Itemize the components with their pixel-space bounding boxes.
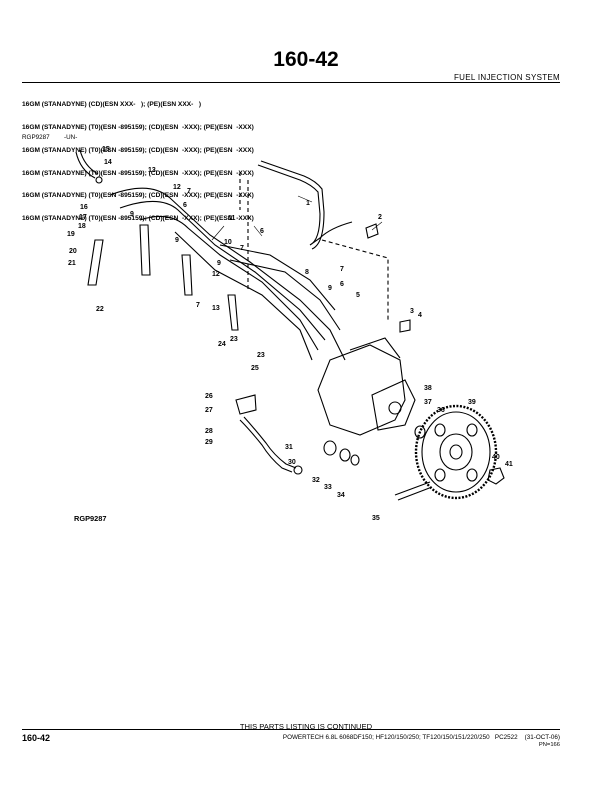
callout-label: 38 xyxy=(424,385,432,392)
callout-label: 40 xyxy=(492,454,500,461)
applicability-line: 16GM (STANADYNE) (T0)(ESN -895159); (CD)… xyxy=(22,169,254,177)
applicability-line: 16GM (STANADYNE) (T0)(ESN -895159); (CD)… xyxy=(22,192,254,200)
footer-model-info: POWERTECH 6.8L 6068DF150; HF120/150/250;… xyxy=(282,734,560,741)
callout-label: 20 xyxy=(69,248,77,255)
callout-label: 9 xyxy=(130,211,134,218)
footer-page-number: 160-42 xyxy=(22,733,51,743)
footer-rule xyxy=(22,729,560,730)
callout-label: 13 xyxy=(212,305,220,312)
callout-label: 25 xyxy=(251,365,259,372)
callout-label: 34 xyxy=(337,492,345,499)
section-title: FUEL INJECTION SYSTEM xyxy=(453,73,560,82)
callout-label: 21 xyxy=(68,260,76,267)
applicability-line: 16GM (STANADYNE) (T0)(ESN -895159); (CD)… xyxy=(22,146,254,154)
callout-label: 15 xyxy=(102,146,110,153)
callout-label: 2 xyxy=(378,214,382,221)
figure-caption: RGP9287 xyxy=(74,514,107,523)
callout-label: 22 xyxy=(96,306,104,313)
callout-label: 23 xyxy=(257,352,265,359)
callout-label: 17 xyxy=(79,214,87,221)
callout-label: 13 xyxy=(148,167,156,174)
callout-label: 7 xyxy=(340,266,344,273)
page-title: 160-42 xyxy=(273,48,339,71)
callout-label: 7 xyxy=(196,302,200,309)
callout-label: 24 xyxy=(218,341,226,348)
callout-label: 7 xyxy=(187,188,191,195)
callout-label: 32 xyxy=(312,477,320,484)
callout-label: 35 xyxy=(372,515,380,522)
callout-label: 6 xyxy=(183,202,187,209)
callout-label: 8 xyxy=(305,269,309,276)
callout-label: 23 xyxy=(230,336,238,343)
callout-label: 3 xyxy=(410,308,414,315)
callout-label: 9 xyxy=(175,237,179,244)
continued-notice: THIS PARTS LISTING IS CONTINUED xyxy=(239,722,373,731)
callout-label: 30 xyxy=(288,459,296,466)
callout-label: 7 xyxy=(240,245,244,252)
exploded-parts-diagram: 1 2 3 4 5 6 6 6 7 7 7 7 8 9 9 9 9 10 11 … xyxy=(67,146,513,522)
callout-label: 10 xyxy=(224,239,232,246)
callout-label: 12 xyxy=(212,271,220,278)
callout-label: 36 xyxy=(437,407,445,414)
callout-label: 18 xyxy=(78,223,86,230)
callout-label: 41 xyxy=(505,461,513,468)
callout-labels: 1 2 3 4 5 6 6 6 7 7 7 7 8 9 9 9 9 10 11 … xyxy=(67,146,513,522)
callout-label: 19 xyxy=(67,231,75,238)
callout-label: 9 xyxy=(328,285,332,292)
callout-label: 29 xyxy=(205,439,213,446)
callout-label: 1 xyxy=(306,200,310,207)
callout-label: 14 xyxy=(104,159,112,166)
applicability-line: 16GM (STANADYNE) (T0)(ESN -895159); (CD)… xyxy=(22,123,254,131)
callout-label: 39 xyxy=(468,399,476,406)
applicability-block: 16GM (STANADYNE) (CD)(ESN XXX- ); (PE)(E… xyxy=(22,86,254,230)
callout-label: 33 xyxy=(324,484,332,491)
callout-label: 5 xyxy=(356,292,360,299)
figure-reference: RGP9287 xyxy=(22,134,50,141)
figure-un-marker: -UN- xyxy=(64,134,78,141)
callout-label: 12 xyxy=(173,184,181,191)
callout-label: 16 xyxy=(80,204,88,211)
callout-label: 4 xyxy=(418,312,422,319)
callout-label: 6 xyxy=(340,281,344,288)
callout-label: 31 xyxy=(285,444,293,451)
applicability-line: 16GM (STANADYNE) (CD)(ESN XXX- ); (PE)(E… xyxy=(22,101,202,109)
callout-label: 37 xyxy=(424,399,432,406)
callout-label: 26 xyxy=(205,393,213,400)
footer-pn: PN=166 xyxy=(538,742,560,748)
callout-label: 27 xyxy=(205,407,213,414)
header-rule xyxy=(22,82,560,83)
callout-label: 11 xyxy=(228,215,236,222)
callout-label: 6 xyxy=(260,228,264,235)
callout-label: 28 xyxy=(205,428,213,435)
callout-label: 9 xyxy=(217,260,221,267)
